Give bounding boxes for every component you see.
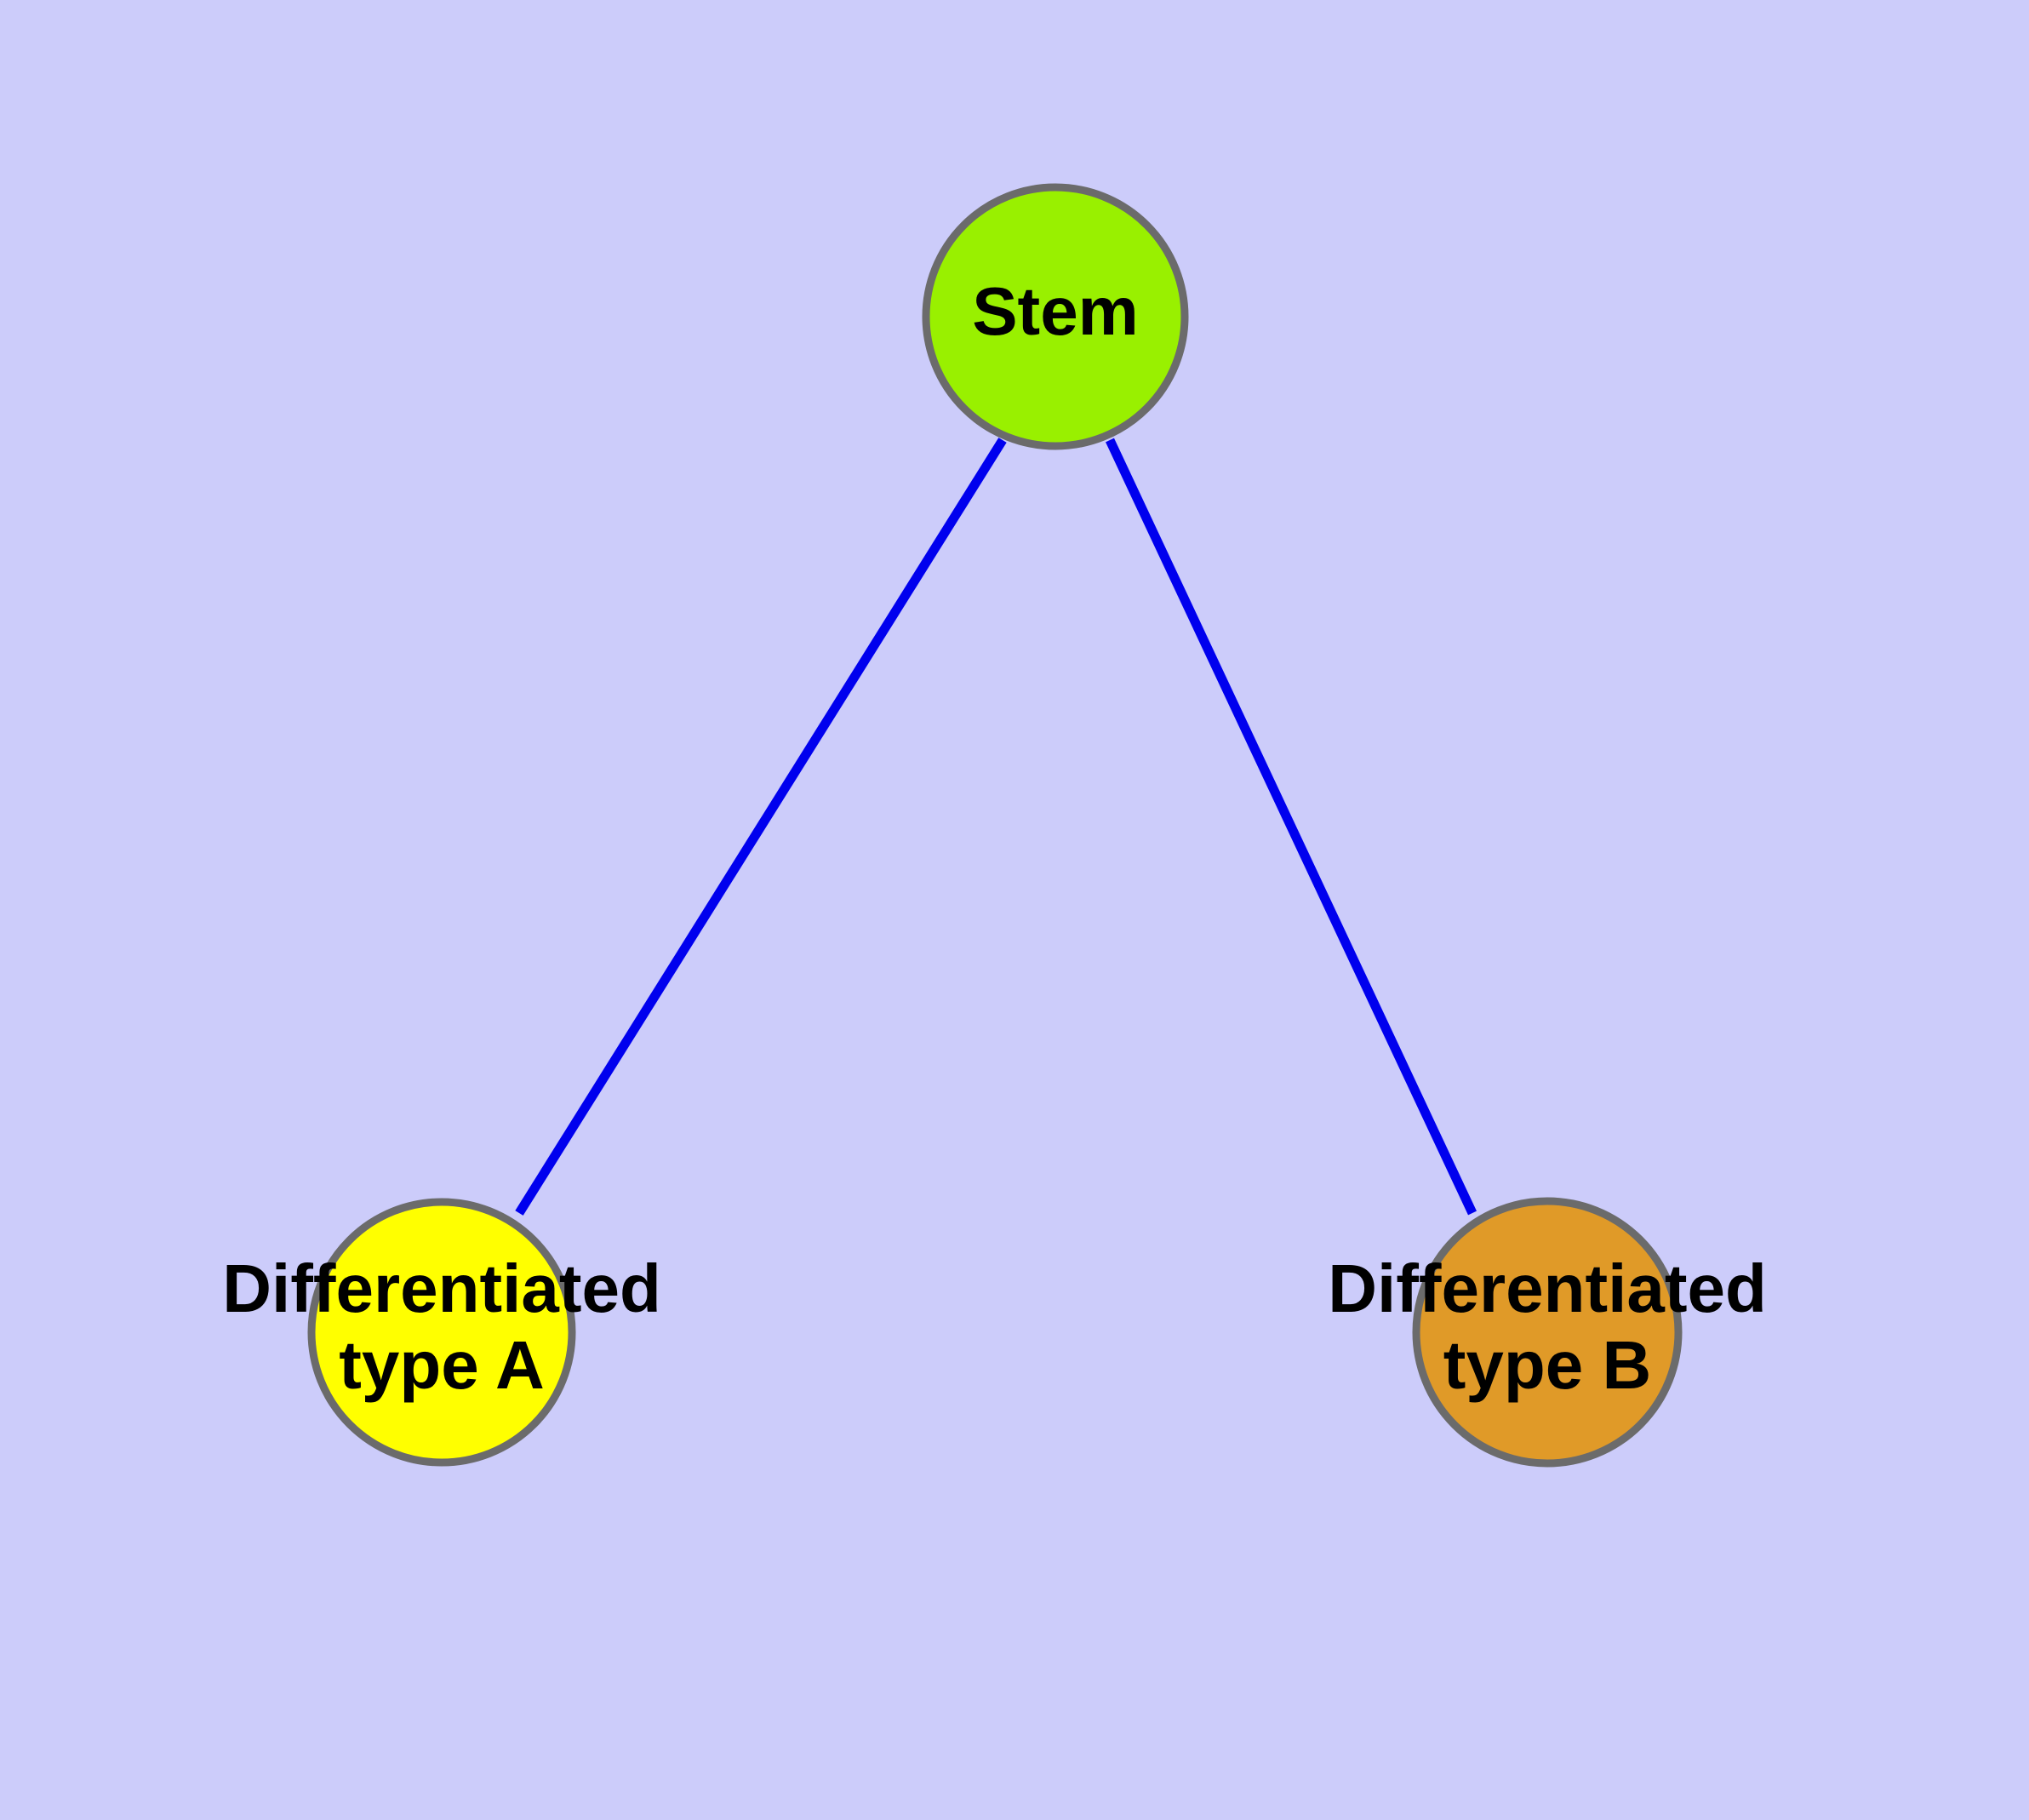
node-stem[interactable]: Stem xyxy=(922,183,1189,450)
edges-layer xyxy=(515,438,1477,1216)
node-label-stem: Stem xyxy=(972,273,1139,349)
node-circle-diff_a[interactable] xyxy=(307,1198,576,1467)
edge-stem-to-b xyxy=(1106,438,1477,1216)
edge-stem-to-a xyxy=(515,438,1007,1216)
node-label-line: Differentiated xyxy=(222,1251,661,1326)
node-circle-diff_b[interactable] xyxy=(1412,1197,1683,1468)
node-label-line: Differentiated xyxy=(1328,1251,1767,1326)
node-label-line: Stem xyxy=(972,273,1139,349)
node-label-line: type B xyxy=(1443,1327,1652,1403)
node-circle-stem[interactable] xyxy=(922,183,1189,450)
node-label-line: type A xyxy=(339,1327,545,1403)
